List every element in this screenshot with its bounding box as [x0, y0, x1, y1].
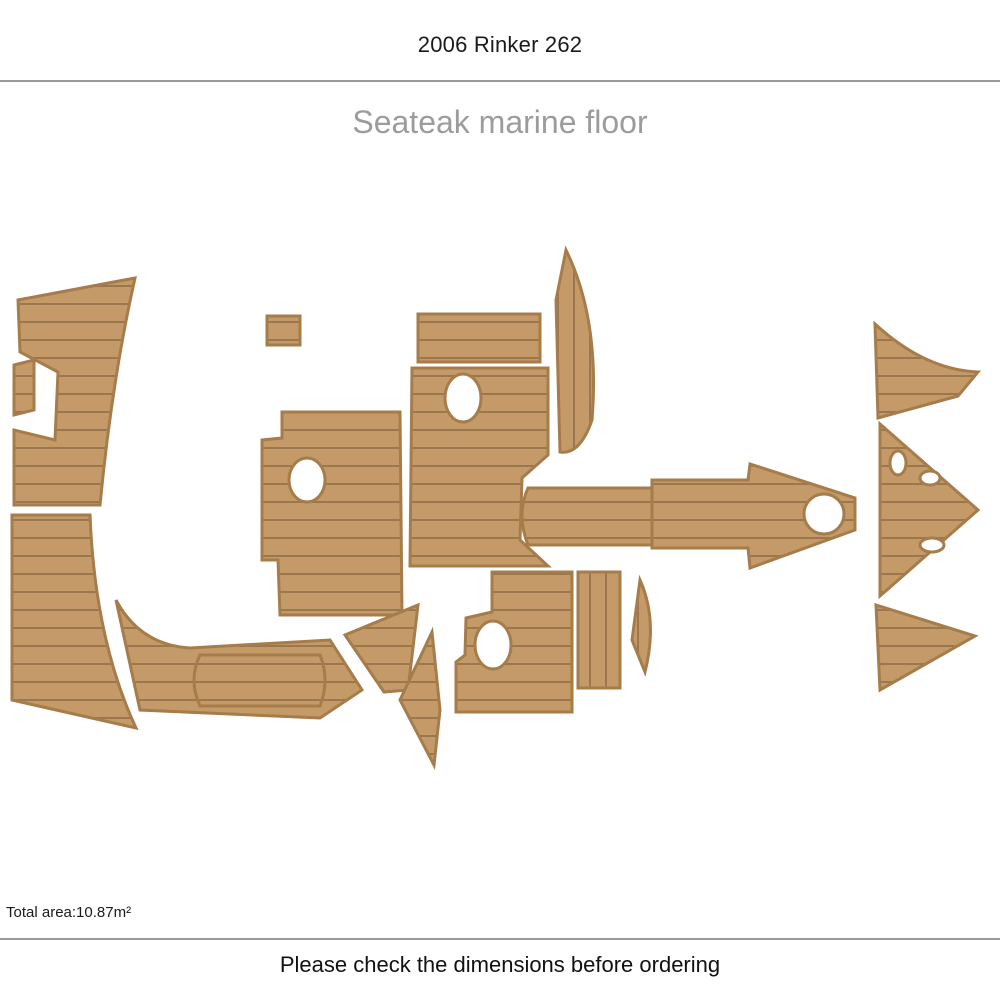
product-title: 2006 Rinker 262	[417, 32, 583, 57]
pad-tiny-spike	[630, 574, 652, 677]
cup-hole-lower-center	[473, 619, 513, 671]
cup-hole-center-left	[287, 456, 327, 504]
pad-long-arrow	[650, 462, 857, 571]
top-divider	[0, 80, 1000, 82]
pad-vertical-wedge	[554, 245, 595, 454]
pad-mid-horizontal	[520, 486, 667, 547]
pad-right-bottom-triangle	[874, 602, 979, 693]
cup-hole-center-right	[443, 372, 483, 424]
total-area-label: Total area:10.87m²	[6, 904, 132, 921]
pad-left-lower	[10, 513, 139, 731]
pad-center-left	[260, 410, 404, 617]
pad-small-top-square	[265, 314, 302, 347]
pad-right-mid-triangle	[878, 420, 981, 600]
cup-hole-right-1	[888, 449, 908, 477]
material-subtitle: Seateak marine floor	[352, 104, 648, 140]
pad-bottom-left-inset	[192, 653, 327, 708]
pad-lower-center	[454, 570, 574, 714]
pad-right-top-triangle	[873, 320, 982, 420]
bottom-divider	[0, 938, 1000, 940]
pad-left-upper	[12, 276, 137, 507]
dimensions-notice: Please check the dimensions before order…	[279, 952, 721, 977]
deck-layout-drawing	[10, 245, 982, 771]
pad-lower-right-rect	[576, 570, 622, 690]
pad-left-small-strip	[12, 358, 36, 417]
cup-hole-arrow	[802, 492, 846, 536]
pad-lower-narrow-wedge	[398, 626, 442, 771]
cup-hole-right-2	[918, 469, 942, 487]
cup-hole-right-3	[918, 536, 946, 554]
pad-center-top-strip	[416, 312, 542, 364]
